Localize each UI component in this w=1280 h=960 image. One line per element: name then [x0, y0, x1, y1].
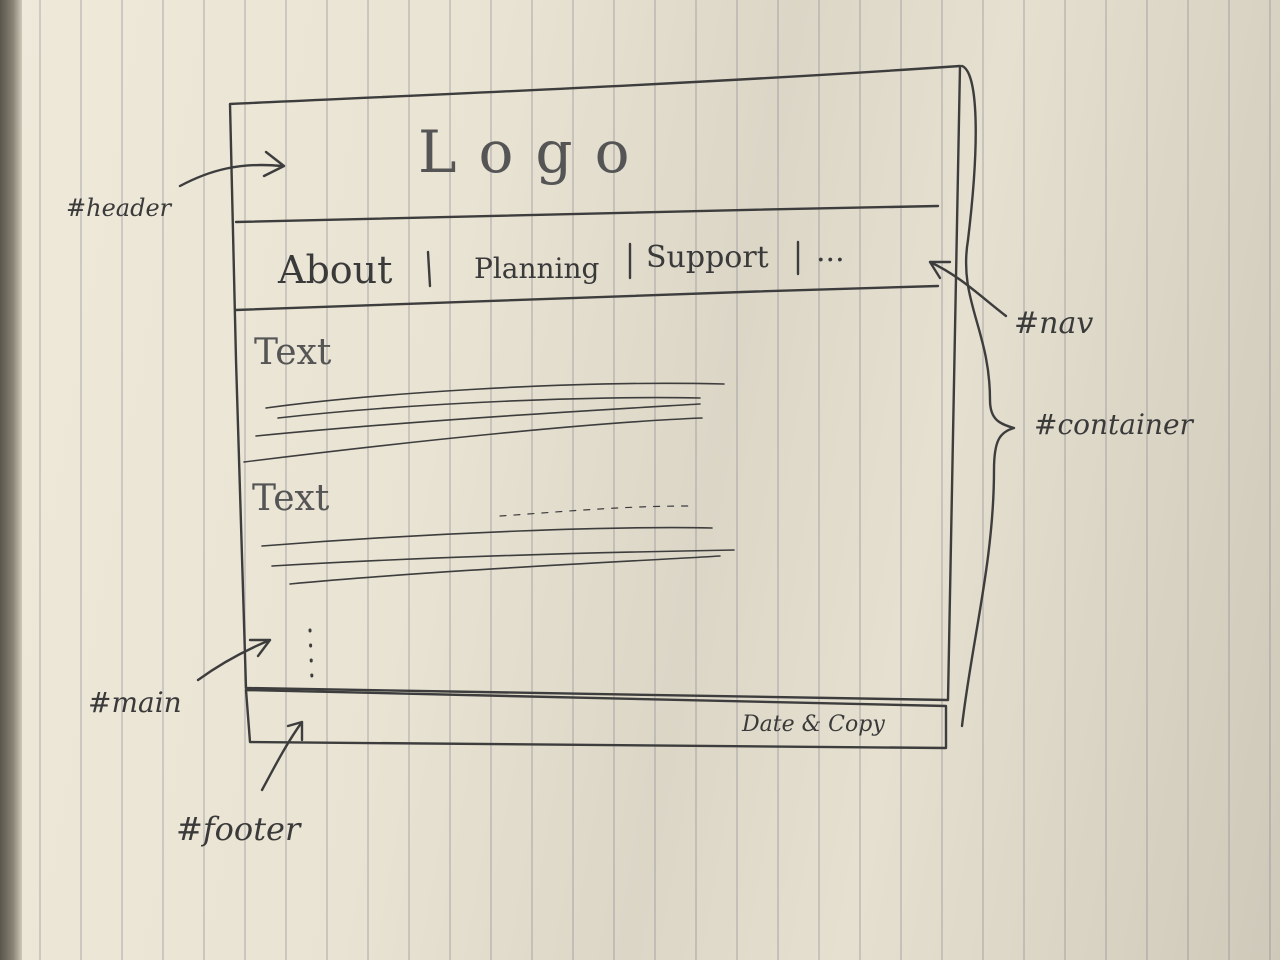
footer-box: [244, 688, 948, 750]
nav-item-more[interactable]: ...: [816, 234, 845, 269]
main-text-heading: Text: [252, 478, 330, 519]
container-brace: [960, 64, 1016, 728]
text-scribble: [265, 382, 725, 409]
footer-arrow: [260, 720, 304, 792]
annotation-footer: #footer: [176, 810, 301, 848]
nav-divider: [234, 284, 940, 312]
main-text-heading: Text: [254, 332, 332, 373]
nav-item-planning[interactable]: Planning: [474, 252, 600, 285]
annotation-header: #header: [66, 194, 172, 222]
nav-separator: [426, 250, 432, 288]
footer-text: Date & Copy: [742, 712, 885, 737]
text-scribble: [499, 505, 691, 517]
annotation-container: #container: [1034, 408, 1193, 441]
header-arrow: [178, 150, 286, 188]
text-scribble: [277, 396, 701, 419]
annotation-nav: #nav: [1014, 306, 1094, 341]
text-scribble: [243, 417, 703, 463]
nav-item-support[interactable]: Support: [646, 240, 769, 275]
text-scribble: [255, 403, 701, 437]
nav-arrow: [928, 260, 1008, 318]
continuation-dots: [308, 628, 314, 682]
container-box: [228, 64, 962, 702]
text-scribble: [271, 549, 735, 567]
text-scribble: [289, 555, 721, 585]
paper-edge: [0, 0, 22, 960]
nav-item-about[interactable]: About: [278, 248, 393, 292]
annotation-main: #main: [88, 686, 182, 719]
header-divider: [234, 204, 940, 224]
logo: Logo: [418, 118, 652, 186]
text-scribble: [261, 526, 713, 547]
main-arrow: [196, 638, 272, 682]
